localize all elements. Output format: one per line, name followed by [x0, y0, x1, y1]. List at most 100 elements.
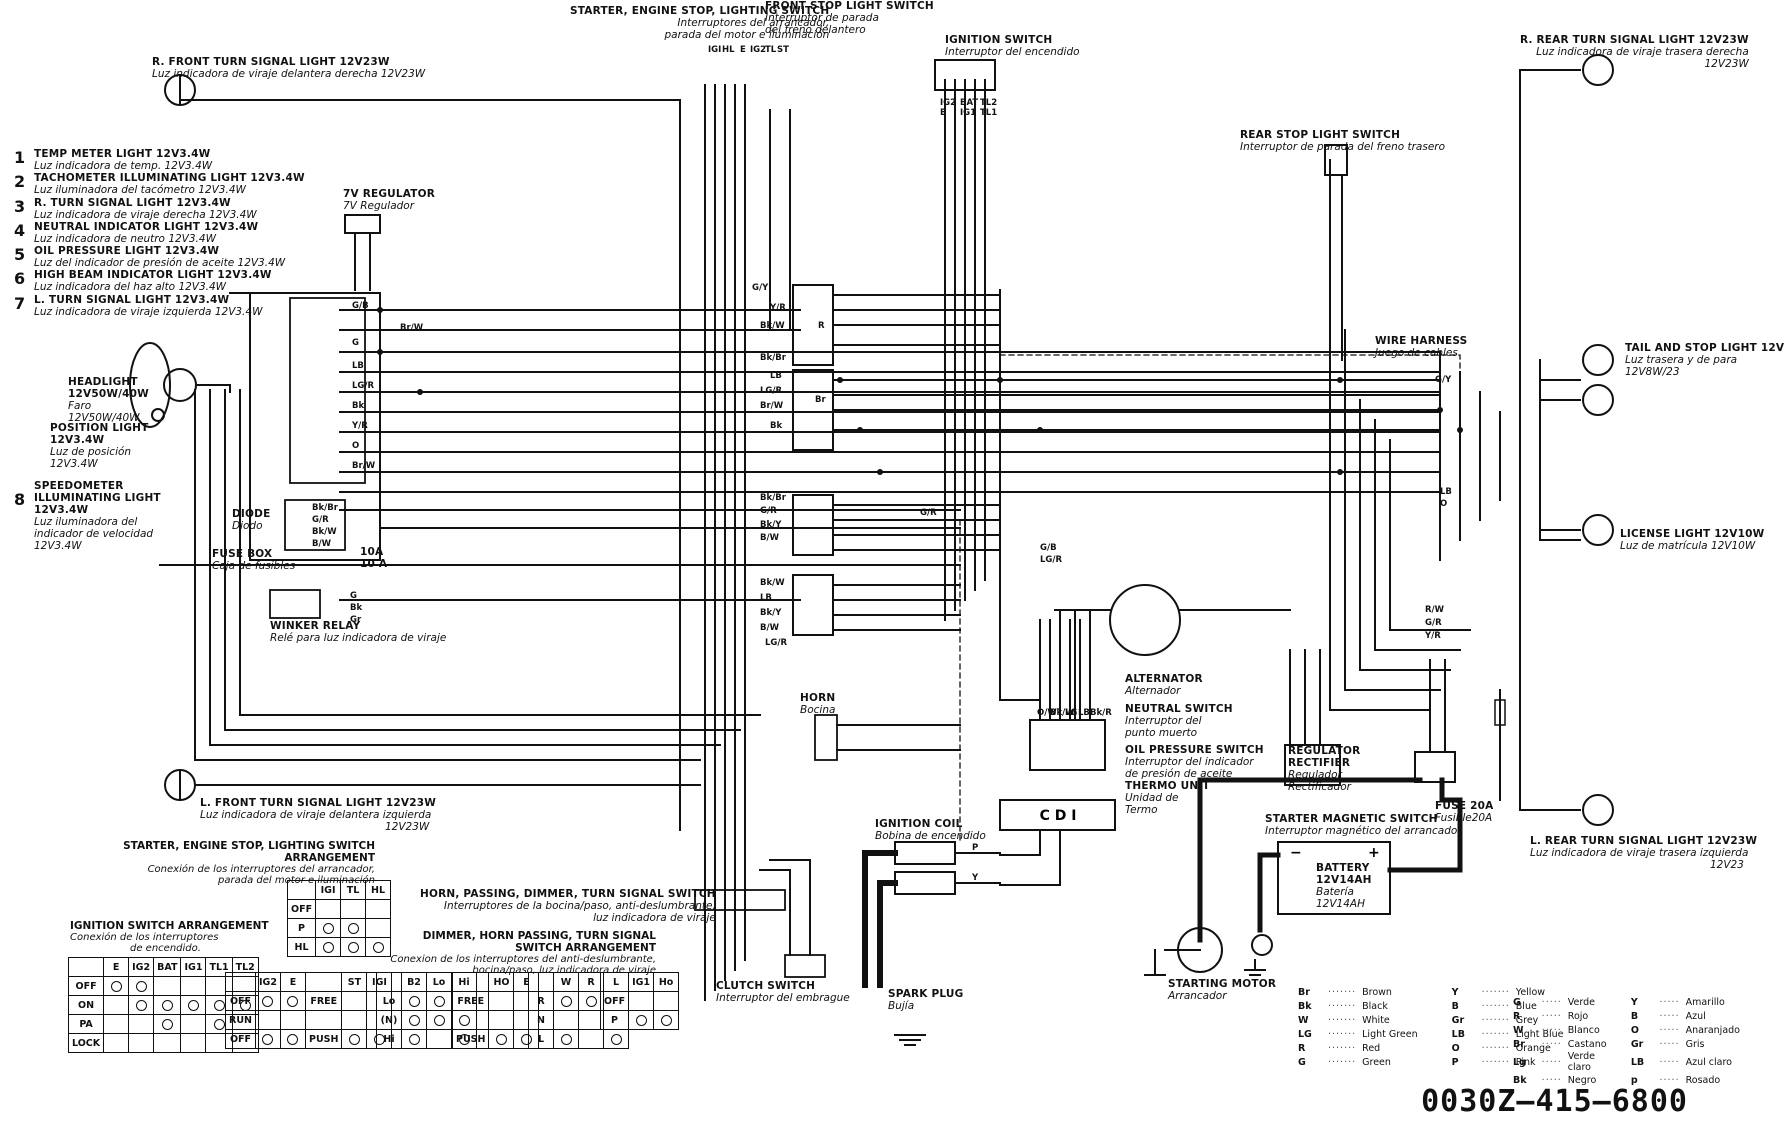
wire-code: Bk/W: [312, 527, 337, 537]
wire-code: R/W: [1425, 605, 1445, 615]
wire-code: G/B: [352, 301, 369, 311]
wire-code: IG2: [750, 45, 766, 55]
wire-code: TL1: [980, 108, 997, 118]
wire-code: Br/W: [400, 323, 424, 333]
wire-code: G/Y: [752, 283, 769, 293]
light-number: 3: [14, 197, 26, 216]
wire-code: LG/R: [1040, 555, 1062, 565]
wire-code: Bk/W: [1050, 708, 1075, 718]
light-number: 2: [14, 172, 26, 191]
wire-code: LG: [1065, 708, 1077, 718]
light-number: 1: [14, 148, 26, 167]
battery-minus-icon: −: [1290, 845, 1302, 861]
wire-code: Bk/Y: [760, 520, 782, 530]
wire-code: TL: [765, 45, 777, 55]
wire-code: Gr: [350, 615, 362, 625]
wire-code: B/W: [760, 623, 780, 633]
dimmer-switch-arrangement: DIMMER, HORN PASSING, TURN SIGNAL SWITCH…: [390, 930, 656, 976]
wire-code: TL2: [980, 98, 997, 108]
wire-code: O: [352, 441, 359, 451]
wire-code: Bk/W: [760, 321, 785, 331]
wire-code: LG/R: [760, 386, 782, 396]
wire-code: Bk/Br: [760, 353, 787, 363]
wire-code: IGI: [708, 45, 721, 55]
wire-code: G/Y: [1435, 375, 1452, 385]
wire-code: B/W: [312, 539, 332, 549]
cdi-label: C D I: [1040, 808, 1077, 824]
wire-code: LB: [1078, 708, 1090, 718]
wire-code: IG2: [940, 98, 956, 108]
wire-code: Y/R: [1424, 631, 1441, 641]
wire-code: G: [350, 591, 357, 601]
wire-code: Bk/Br: [760, 493, 787, 503]
wire-code: LG/R: [765, 638, 787, 648]
wire-code: O/W: [1037, 708, 1057, 718]
wire-code: Br/W: [760, 401, 784, 411]
wire-code: Bk/R: [1090, 708, 1112, 718]
wire-code: Bk/Br: [312, 503, 339, 513]
wire-code: LB: [1440, 487, 1452, 497]
light-number: 7: [14, 294, 26, 313]
wire-code: G/R: [312, 515, 329, 525]
light-number: 4: [14, 221, 26, 240]
wire-code: BAT: [960, 98, 978, 108]
light-number: 6: [14, 269, 26, 288]
wire-code: B/W: [760, 533, 780, 543]
ignition-switch-arrangement: IGNITION SWITCH ARRANGEMENT Conexión de …: [70, 920, 269, 954]
wire-code: LG/R: [352, 381, 374, 391]
wire-code: HL: [722, 45, 735, 55]
wire-code: Y/R: [769, 303, 786, 313]
wire-code: Y/R: [351, 421, 368, 431]
wire-code: E: [740, 45, 746, 55]
wire-code: G/R: [920, 508, 937, 518]
wire-code: O: [1440, 499, 1447, 509]
wire-code: Bk: [352, 401, 364, 411]
horn-passing-switch-label: HORN, PASSING, DIMMER, TURN SIGNAL SWITC…: [420, 888, 716, 924]
wire-code: Bk: [350, 603, 362, 613]
wire-code: G: [352, 338, 359, 348]
wire-code: Bk: [770, 421, 782, 431]
wire-code: E: [940, 108, 946, 118]
wire-code: P: [972, 843, 978, 853]
light-number: 8: [14, 490, 26, 509]
wire-code: IG1: [960, 108, 976, 118]
wire-code: LB: [760, 593, 772, 603]
